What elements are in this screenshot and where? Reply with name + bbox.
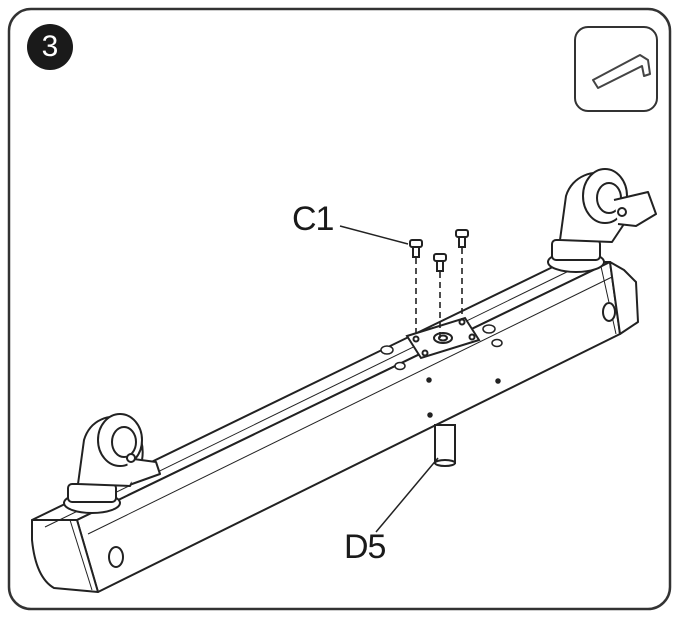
step-frame (7, 7, 672, 611)
left-caster (63, 413, 161, 514)
mounting-plate (405, 316, 481, 360)
d5-leader-line (375, 457, 439, 533)
screw-guide-lines (415, 248, 463, 338)
part-label-c1: C1 (292, 200, 334, 238)
step-number-badge: 3 (27, 24, 73, 70)
allen-key-icon (592, 54, 651, 89)
c1-leader-line (339, 225, 409, 245)
left-end-hole (108, 546, 124, 568)
part-label-d5: D5 (344, 528, 386, 566)
right-caster (547, 168, 657, 273)
right-end-hole (602, 302, 616, 322)
post-d5 (434, 424, 456, 467)
beam-holes (380, 324, 503, 418)
screws-c1 (409, 229, 469, 272)
